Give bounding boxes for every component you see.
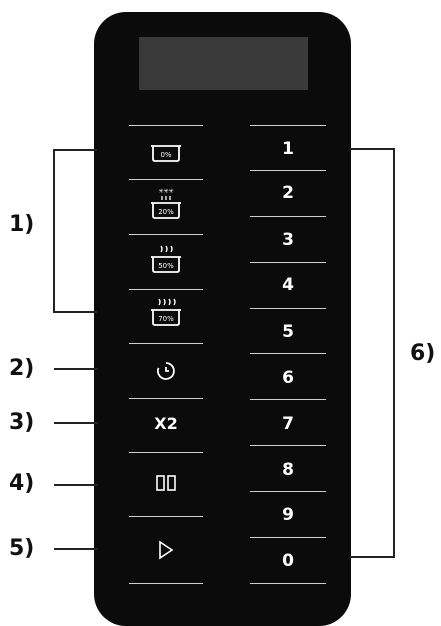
callout-6: 6) [410,341,436,366]
number-key-4[interactable]: 4 [282,275,294,295]
bracket-6-bottom [349,556,395,558]
leader-3 [54,422,98,424]
separator [250,125,326,126]
power-20-button[interactable]: ✳✳✳ 20% [129,187,203,221]
callout-2: 2) [9,356,35,381]
separator [250,262,326,263]
power-50-label: 50% [158,262,174,270]
start-button[interactable] [129,533,203,567]
separator [129,289,203,290]
callout-5: 5) [9,536,35,561]
number-key-9[interactable]: 9 [282,505,294,525]
bracket-6 [393,148,395,558]
leader-4 [54,484,98,486]
separator [129,516,203,517]
separator [129,125,203,126]
control-panel [94,12,351,626]
separator [250,170,326,171]
separator [250,491,326,492]
number-key-3[interactable]: 3 [282,230,294,250]
callout-4: 4) [9,471,35,496]
pot-steam-mid-icon: 50% [151,245,181,273]
number-key-5[interactable]: 5 [282,322,294,342]
separator [129,452,203,453]
separator [250,308,326,309]
separator [129,398,203,399]
separator [129,343,203,344]
pot-steam-low-icon: ✳✳✳ 20% [151,188,181,219]
separator [250,399,326,400]
separator [250,353,326,354]
separator [129,583,203,584]
separator [250,216,326,217]
bracket-1-top [53,149,97,151]
display-screen [139,37,308,90]
number-key-2[interactable]: 2 [282,183,294,203]
separator [250,445,326,446]
double-button[interactable]: X2 [129,406,203,440]
power-70-label: 70% [158,315,174,323]
svg-text:✳✳✳: ✳✳✳ [158,188,173,195]
callout-1: 1) [9,212,35,237]
pot-0-icon: 0% [151,145,181,162]
number-key-0[interactable]: 0 [282,551,294,571]
bracket-6-top [349,148,395,150]
power-0-label: 0% [160,151,171,159]
number-key-7[interactable]: 7 [282,414,294,434]
power-70-button[interactable]: 70% [129,296,203,330]
pot-steam-high-icon: 70% [151,298,181,326]
timer-icon [157,362,175,380]
separator [129,234,203,235]
leader-5 [54,548,98,550]
number-key-1[interactable]: 1 [282,139,294,159]
play-icon [159,540,174,560]
bracket-1-bottom [53,311,97,313]
separator [250,537,326,538]
power-0-button[interactable]: 0% [129,134,203,168]
number-key-8[interactable]: 8 [282,460,294,480]
double-label: X2 [154,413,178,433]
separator [250,583,326,584]
power-50-button[interactable]: 50% [129,242,203,276]
separator [129,179,203,180]
leader-2 [54,368,98,370]
bracket-1 [53,149,55,312]
timer-button[interactable] [129,354,203,388]
power-20-label: 20% [158,208,174,216]
pause-icon [156,475,176,491]
number-key-6[interactable]: 6 [282,368,294,388]
callout-3: 3) [9,410,35,435]
pause-button[interactable] [129,466,203,500]
